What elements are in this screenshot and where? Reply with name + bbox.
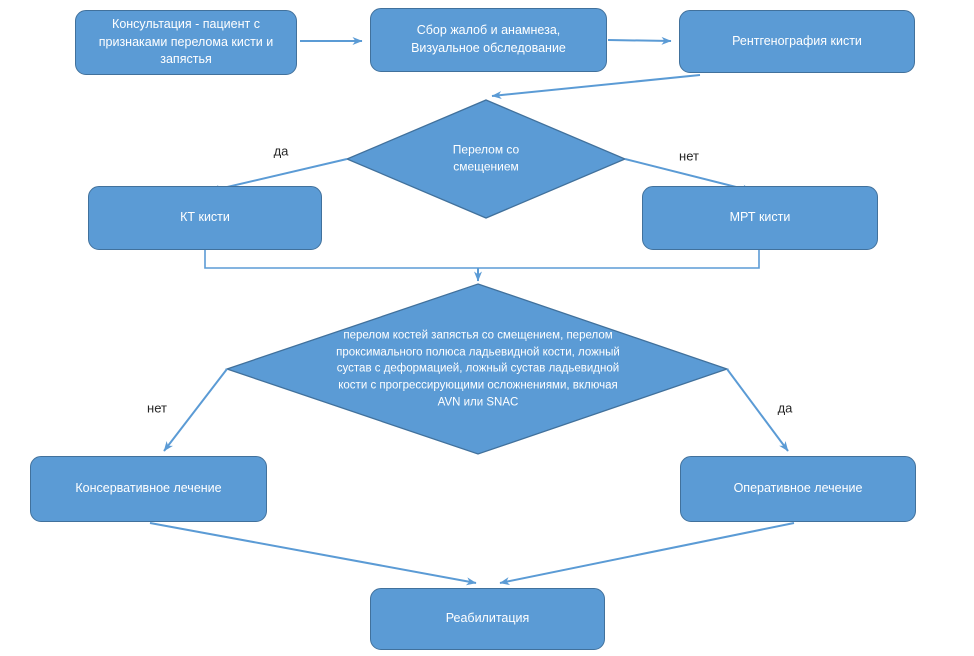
node-anamnesis-label: Сбор жалоб и анамнеза, Визуальное обслед… bbox=[411, 23, 566, 55]
edge-decision2-surgical bbox=[726, 368, 789, 452]
node-mri: МРТ кисти bbox=[642, 186, 878, 250]
edge-label-decision1-yes: да bbox=[273, 143, 289, 159]
edge-decision1-mri bbox=[624, 158, 753, 193]
node-ct: КТ кисти bbox=[88, 186, 322, 250]
edge-label-decision2-no: нет bbox=[147, 400, 167, 416]
node-conservative: Консервативное лечение bbox=[30, 456, 267, 522]
edge-surgical-rehab bbox=[499, 522, 795, 586]
edge-label-decision1-no: нет bbox=[679, 148, 699, 164]
node-rehab-label: Реабилитация bbox=[445, 611, 530, 626]
node-surgical-label: Оперативное лечение bbox=[733, 481, 863, 496]
node-xray: Рентгенография кисти bbox=[679, 10, 915, 73]
edge-label-decision2-yes: да bbox=[777, 400, 793, 416]
node-anamnesis: Сбор жалоб и анамнеза, Визуальное обслед… bbox=[370, 8, 607, 72]
edge-conservative-rehab bbox=[149, 522, 477, 586]
decision-displacement-label: Перелом со смещением bbox=[452, 142, 520, 174]
edge-decision1-ct bbox=[209, 158, 348, 193]
node-xray-label: Рентгенография кисти bbox=[732, 33, 862, 48]
node-consult: Консультация - пациент с признаками пере… bbox=[75, 10, 297, 75]
node-surgical: Оперативное лечение bbox=[680, 456, 916, 522]
node-conservative-label: Консервативное лечение bbox=[75, 481, 222, 496]
node-consult-label: Консультация - пациент с признаками пере… bbox=[98, 16, 274, 67]
node-mri-label: МРТ кисти bbox=[729, 210, 791, 225]
node-rehab: Реабилитация bbox=[370, 588, 605, 650]
edge-decision2-conservative bbox=[163, 368, 228, 452]
decision-indications-diamond bbox=[224, 283, 730, 455]
edge-xray-decision1 bbox=[491, 74, 701, 100]
decision-displacement-diamond bbox=[345, 99, 627, 219]
connector-ct-mri-join bbox=[204, 250, 760, 269]
node-ct-label: КТ кисти bbox=[180, 210, 230, 225]
edge-anamnesis-xray bbox=[607, 36, 672, 45]
decision-indications-label: перелом костей запястья со смещением, пе… bbox=[336, 329, 620, 409]
